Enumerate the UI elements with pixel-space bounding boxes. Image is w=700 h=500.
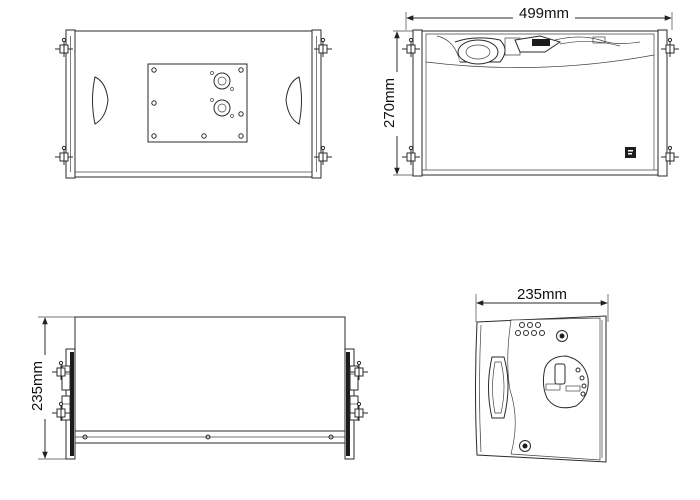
driver-cutaway [425, 33, 655, 68]
back-right-handle [285, 76, 302, 125]
plate-screws [151, 67, 244, 139]
side-width-label: 235mm [517, 286, 567, 303]
connector-plate [147, 63, 248, 143]
top-cabinet [74, 316, 346, 444]
speakon-connector-bottom [210, 98, 234, 118]
cutout-dots [575, 367, 587, 397]
back-left-handle [92, 76, 109, 125]
top-left-hardware [61, 348, 76, 460]
top-screws [82, 434, 334, 440]
back-view [54, 29, 333, 179]
top-right-hardware [344, 348, 359, 460]
front-view: 499mm 270mm [380, 5, 680, 177]
top-height-label: 235mm [29, 361, 46, 411]
side-handle [488, 356, 509, 419]
logo-icon [625, 147, 636, 158]
top-view: 235mm [29, 316, 369, 460]
angle-holes [515, 322, 545, 336]
front-width-label: 499mm [519, 5, 569, 22]
side-view: 235mm [475, 286, 609, 463]
speakon-connector-top [210, 71, 234, 91]
front-height-label: 270mm [381, 78, 398, 128]
